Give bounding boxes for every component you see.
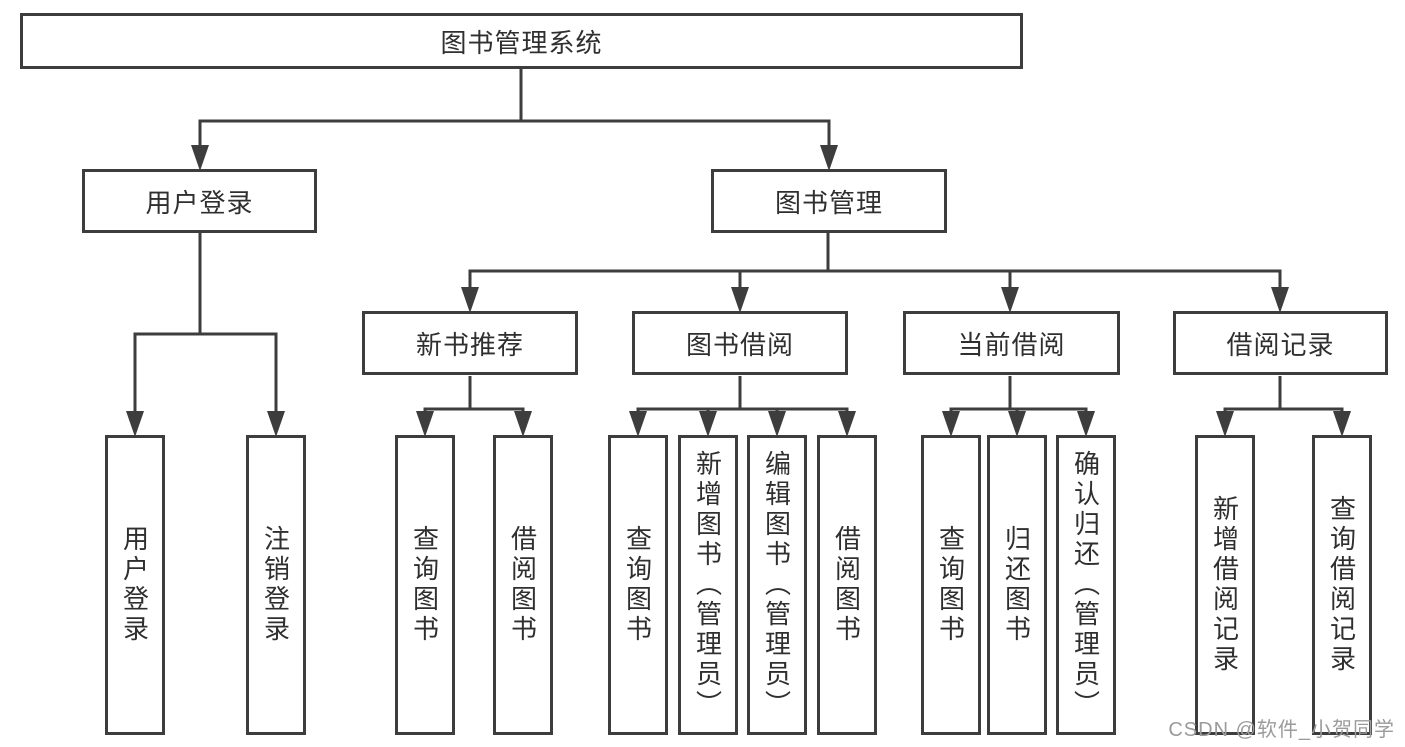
leaf-logout: 注销登录 — [246, 435, 306, 735]
leaf-query-books-recommend: 查询图书 — [395, 435, 455, 735]
node-label: 新书推荐 — [415, 329, 524, 360]
node-label: 借阅图书 — [831, 525, 862, 645]
node-label: 图书管理 — [774, 187, 883, 218]
leaf-query-borrow-record: 查询借阅记录 — [1312, 435, 1372, 735]
node-label: 编辑图书（管理员） — [761, 450, 792, 720]
leaf-user-login: 用户登录 — [105, 435, 165, 735]
node-book-management: 图书管理 — [711, 169, 947, 233]
node-book-borrowing: 图书借阅 — [632, 311, 848, 375]
node-library-management-system: 图书管理系统 — [20, 13, 1023, 69]
node-label: 查询图书 — [935, 525, 966, 645]
node-label: 新增借阅记录 — [1209, 495, 1240, 675]
node-label: 图书管理系统 — [440, 27, 603, 58]
node-label: 新增图书（管理员） — [692, 450, 723, 720]
node-label: 查询图书 — [622, 525, 653, 645]
leaf-borrow-books-recommend: 借阅图书 — [493, 435, 553, 735]
node-label: 注销登录 — [260, 525, 291, 645]
node-label: 用户登录 — [145, 187, 254, 218]
leaf-add-borrow-record: 新增借阅记录 — [1195, 435, 1255, 735]
node-label: 查询图书 — [409, 525, 440, 645]
leaf-edit-books-admin: 编辑图书（管理员） — [747, 435, 807, 735]
connector-records-to-leaves — [1216, 376, 1351, 437]
node-label: 确认归还（管理员） — [1070, 450, 1101, 720]
leaf-add-books-admin: 新增图书（管理员） — [678, 435, 738, 735]
node-label: 借阅记录 — [1226, 329, 1335, 360]
leaf-return-books: 归还图书 — [987, 435, 1047, 735]
connector-newbook-to-leaves — [416, 376, 532, 437]
node-label: 当前借阅 — [957, 329, 1066, 360]
connector-root-to-level2 — [191, 69, 838, 171]
watermark: CSDN @软件_小贺同学 — [1168, 719, 1395, 741]
node-user-login: 用户登录 — [82, 169, 317, 233]
leaf-borrow-books-borrowing: 借阅图书 — [817, 435, 877, 735]
connector-bookborrow-to-leaves — [629, 376, 856, 437]
leaf-query-books-borrowing: 查询图书 — [608, 435, 668, 735]
node-label: 图书借阅 — [685, 329, 794, 360]
node-label: 查询借阅记录 — [1326, 495, 1357, 675]
connector-currentborrow-to-leaves — [942, 376, 1095, 437]
node-label: 借阅图书 — [507, 525, 538, 645]
leaf-query-books-current: 查询图书 — [921, 435, 981, 735]
leaf-confirm-return-admin: 确认归还（管理员） — [1056, 435, 1116, 735]
node-label: 归还图书 — [1001, 525, 1032, 645]
connector-userlogin-to-leaves — [126, 233, 285, 437]
node-label: 用户登录 — [119, 525, 150, 645]
node-new-book-recommend: 新书推荐 — [362, 311, 578, 375]
connector-bookmgmt-to-level3 — [461, 233, 1289, 313]
node-borrow-records: 借阅记录 — [1173, 311, 1388, 375]
node-current-borrowing: 当前借阅 — [903, 311, 1120, 375]
